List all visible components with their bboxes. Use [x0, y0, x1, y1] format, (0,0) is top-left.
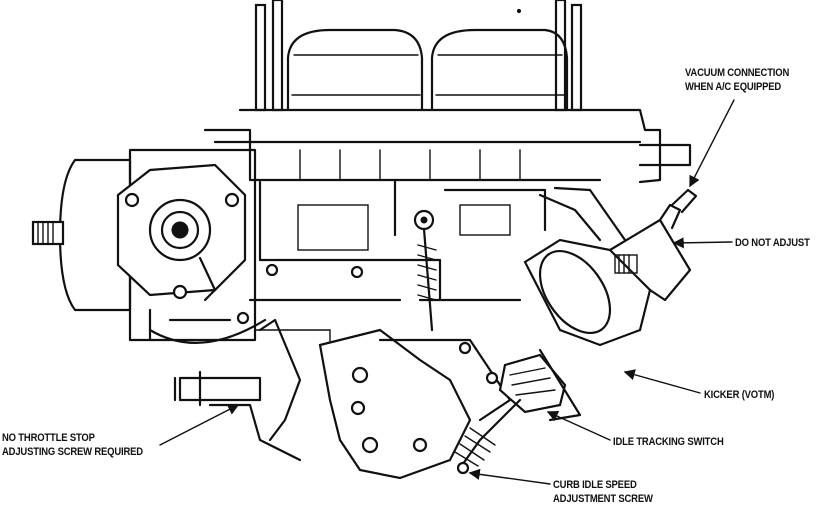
label-curb-idle-line2: ADJUSTMENT SCREW	[553, 493, 653, 505]
label-vacuum-connection-line1: VACUUM CONNECTION	[685, 67, 790, 79]
label-vacuum-connection-line2: WHEN A/C EQUIPPED	[685, 81, 782, 93]
leader-idle-tracking-switch	[546, 410, 611, 441]
label-curb-idle-line1: CURB IDLE SPEED	[553, 479, 637, 491]
air-horn-bowls	[286, 28, 569, 112]
label-idle-tracking-switch-text: IDLE TRACKING SWITCH	[613, 436, 724, 448]
leader-kicker	[623, 369, 701, 394]
label-kicker-text: KICKER (VOTM)	[704, 389, 775, 401]
leader-vacuum-connection	[689, 99, 735, 188]
idle-tracking-switch	[454, 348, 582, 475]
label-no-throttle-stop: NO THROTTLE STOP ADJUSTING SCREW REQUIRE…	[2, 431, 143, 459]
label-vacuum-connection: VACUUM CONNECTION WHEN A/C EQUIPPED	[685, 66, 789, 94]
throttle-cam-plate	[318, 328, 472, 480]
leader-no-throttle-stop	[159, 404, 240, 446]
label-idle-tracking-switch: IDLE TRACKING SWITCH	[613, 435, 724, 449]
leader-lines	[159, 99, 735, 485]
label-kicker: KICKER (VOTM)	[704, 388, 774, 402]
label-no-throttle-stop-line2: ADJUSTING SCREW REQUIRED	[2, 446, 143, 458]
kicker-votm	[393, 178, 698, 347]
label-no-throttle-stop-line1: NO THROTTLE STOP	[2, 432, 95, 444]
leader-do-not-adjust	[672, 237, 733, 249]
choke-housing	[31, 148, 267, 344]
linkage-spring	[378, 209, 512, 422]
label-curb-idle: CURB IDLE SPEED ADJUSTMENT SCREW	[553, 478, 653, 506]
leader-curb-idle	[468, 468, 551, 485]
label-do-not-adjust-text: DO NOT ADJUST	[735, 237, 810, 249]
label-do-not-adjust: DO NOT ADJUST	[735, 236, 810, 250]
